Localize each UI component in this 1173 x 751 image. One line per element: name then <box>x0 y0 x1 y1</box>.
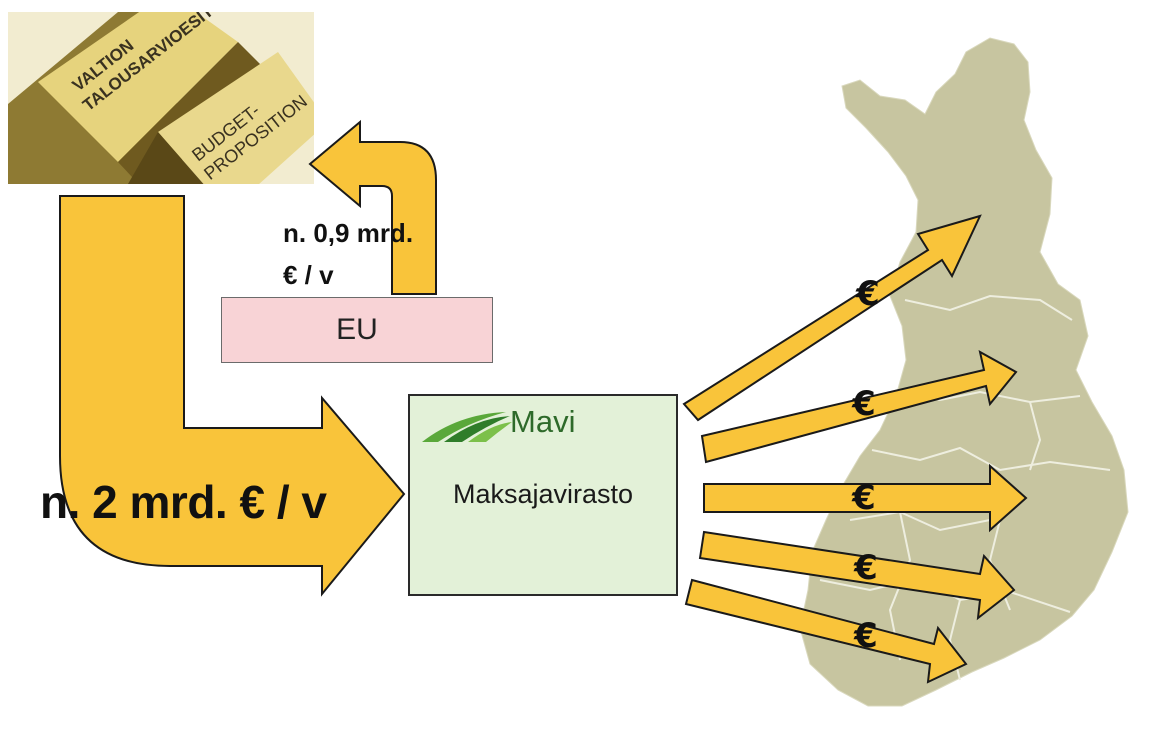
finland-map-shape <box>799 37 1129 707</box>
region-arrows <box>682 214 1028 684</box>
eu-flow-line-2: € / v <box>283 260 334 290</box>
main-flow-amount: n. 2 mrd. € / v <box>40 476 327 528</box>
region-arrow-euro-2: € <box>852 384 876 424</box>
budget-books-image: VALTION TALOUSARVIOESITYS BUDGET- PROPOS… <box>8 12 314 184</box>
region-arrow-euro-3: € <box>852 478 876 518</box>
mavi-name: Maksajavirasto <box>452 479 634 509</box>
region-arrow-euro-1: € <box>856 274 880 314</box>
region-arrow-3 <box>703 463 1028 533</box>
eu-flow-line-1: n. 0,9 mrd. <box>283 218 414 248</box>
region-arrow-5 <box>684 578 968 684</box>
eu-flow-amount: n. 0,9 mrd. € / v <box>283 212 413 296</box>
eu-return-arrow <box>308 119 437 295</box>
eu-box: EU <box>221 297 493 363</box>
main-flow-arrow <box>59 195 406 597</box>
region-arrow-4 <box>698 530 1016 621</box>
region-arrow-1 <box>682 214 982 422</box>
mavi-logo-text: Mavi <box>510 404 576 439</box>
region-arrow-2 <box>700 350 1018 464</box>
mavi-logo-icon <box>422 412 512 442</box>
mavi-box: Mavi Maksajavirasto <box>408 394 678 596</box>
eu-label: EU <box>336 313 378 346</box>
region-arrow-euro-4: € <box>854 548 878 588</box>
region-arrow-euro-5: € <box>854 616 878 656</box>
